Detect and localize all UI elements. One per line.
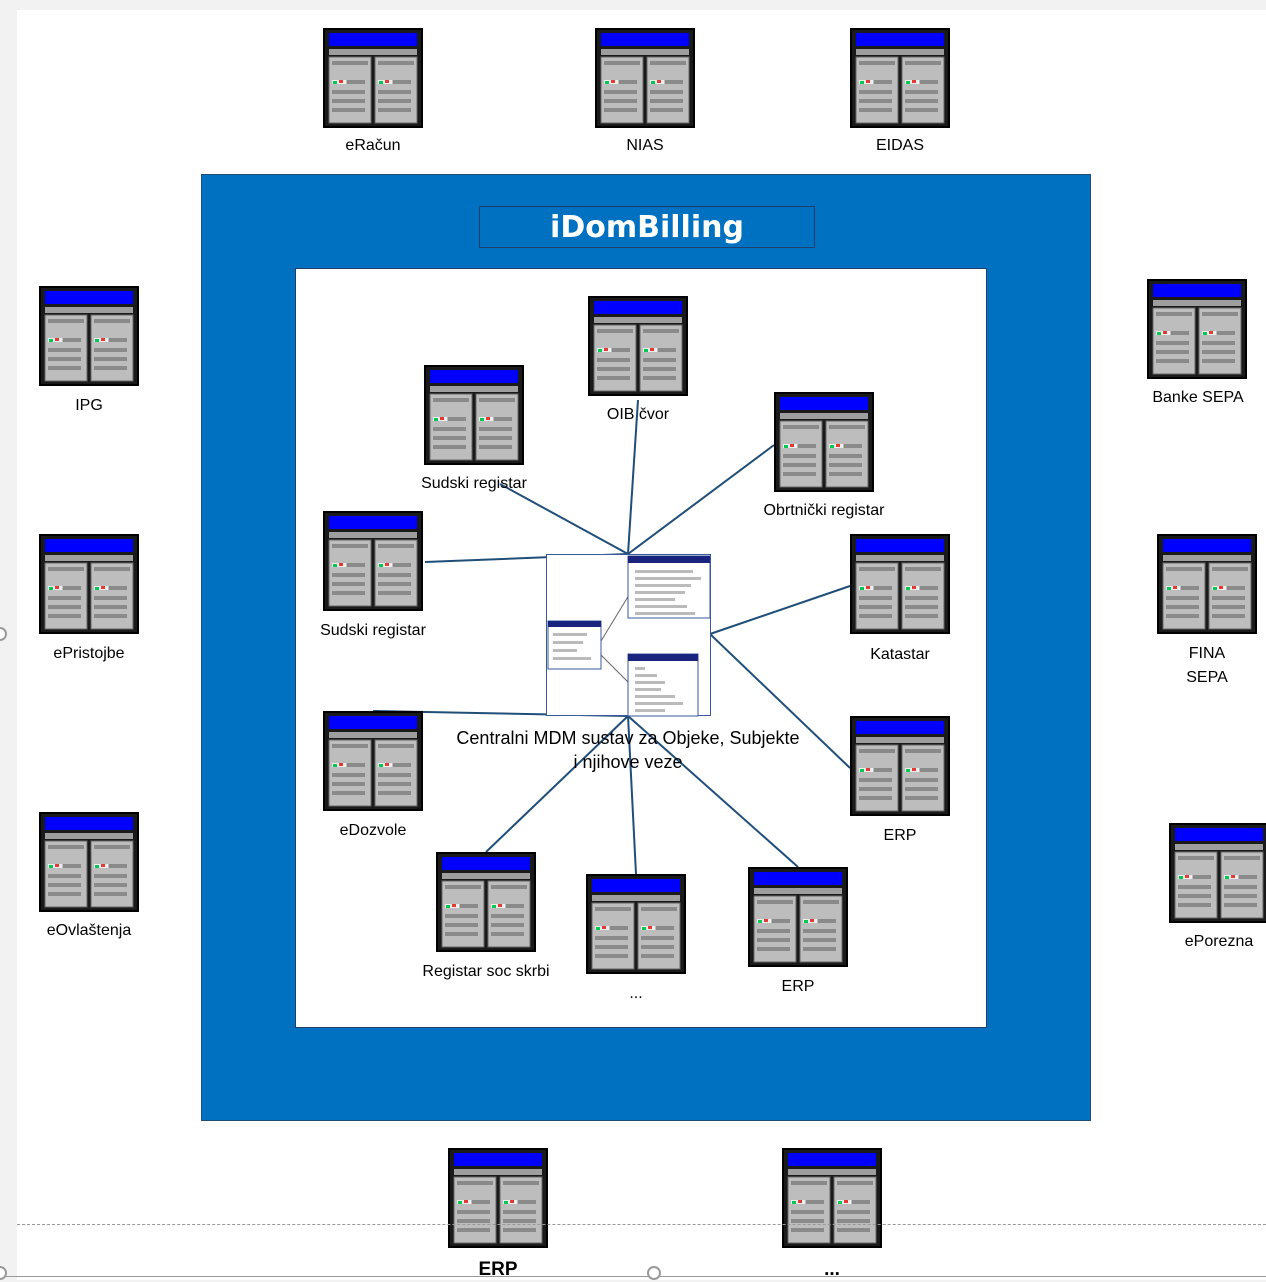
server-icon bbox=[586, 874, 686, 974]
connector-line bbox=[627, 715, 637, 875]
page-break-divider bbox=[17, 1224, 1266, 1225]
label-more: ... bbox=[629, 985, 643, 1002]
connector-line bbox=[627, 715, 799, 868]
central-mdm-label: Centralni MDM sustav za Objeke, Subjekte… bbox=[456, 726, 799, 774]
resize-handle[interactable] bbox=[647, 1266, 661, 1280]
connector-line bbox=[499, 483, 629, 555]
server-icon bbox=[595, 28, 695, 128]
label-sudski-registar: Sudski registar bbox=[421, 475, 527, 492]
label-erp-bottom: ERP bbox=[478, 1259, 518, 1280]
server-icon bbox=[39, 286, 139, 386]
server-icon bbox=[436, 852, 536, 952]
label-epristojbe: ePristojbe bbox=[53, 645, 125, 662]
resize-handle[interactable] bbox=[0, 627, 7, 641]
server-icon bbox=[448, 1148, 548, 1248]
diagram-title: iDomBilling bbox=[479, 206, 815, 248]
label-oib-cvor: OIB čvor bbox=[606, 406, 670, 423]
label-erp: ERP bbox=[781, 978, 815, 995]
selection-edge bbox=[0, 1276, 1266, 1277]
label-erp: ERP bbox=[883, 827, 917, 844]
resize-handle[interactable] bbox=[0, 1266, 7, 1280]
server-icon bbox=[424, 365, 524, 465]
server-icon bbox=[1169, 823, 1266, 923]
label-fina: FINA bbox=[1188, 645, 1226, 662]
label-eidas: EIDAS bbox=[875, 137, 925, 154]
server-icon bbox=[323, 28, 423, 128]
server-icon bbox=[850, 534, 950, 634]
server-icon bbox=[588, 296, 688, 396]
label-eovlastenja: eOvlaštenja bbox=[46, 922, 132, 939]
server-icon bbox=[850, 716, 950, 816]
label-obrtnicki-registar: Obrtnički registar bbox=[763, 502, 885, 519]
server-icon bbox=[1147, 279, 1247, 379]
connector-line bbox=[627, 444, 775, 555]
server-icon bbox=[39, 534, 139, 634]
central-mdm-label-line1: Centralni MDM sustav za Objeke, Subjekte bbox=[456, 728, 800, 748]
central-mdm-label-line2: i njihove veze bbox=[573, 752, 683, 772]
server-icon bbox=[323, 511, 423, 611]
server-icon bbox=[748, 867, 848, 967]
label-katastar: Katastar bbox=[870, 646, 930, 663]
server-icon bbox=[1157, 534, 1257, 634]
label-sudski-registar: Sudski registar bbox=[320, 622, 426, 639]
connector-line bbox=[709, 585, 851, 635]
label-sepa: SEPA bbox=[1186, 669, 1228, 686]
label-registar-soc-skrbi: Registar soc skrbi bbox=[422, 963, 550, 980]
label-nias: NIAS bbox=[626, 137, 664, 154]
central-mdm-icon bbox=[546, 554, 711, 717]
connector-line bbox=[627, 399, 639, 555]
server-icon bbox=[782, 1148, 882, 1248]
connector-line bbox=[709, 633, 851, 769]
label-edozvole: eDozvole bbox=[339, 822, 407, 839]
server-icon bbox=[39, 812, 139, 912]
label-ipg: IPG bbox=[75, 397, 103, 414]
connector-line bbox=[485, 715, 629, 853]
label-banke-sepa: Banke SEPA bbox=[1152, 389, 1244, 406]
label-more-bottom: ... bbox=[824, 1259, 840, 1280]
server-icon bbox=[323, 711, 423, 811]
server-icon bbox=[850, 28, 950, 128]
server-icon bbox=[774, 392, 874, 492]
label-eracun: eRačun bbox=[345, 137, 401, 154]
label-eporezna: ePorezna bbox=[1184, 933, 1254, 950]
